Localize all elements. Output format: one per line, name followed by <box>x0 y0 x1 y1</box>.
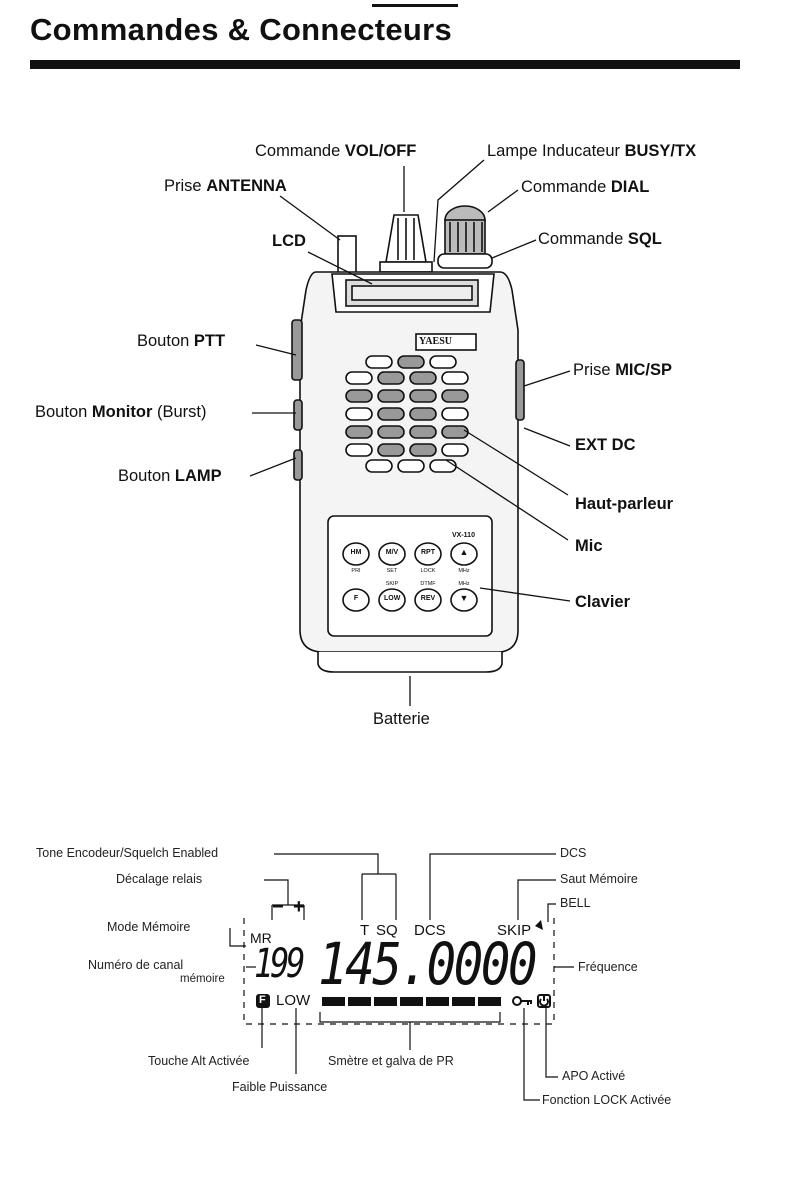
label-dial: Commande DIAL <box>521 178 650 196</box>
key-hm: HM <box>350 549 362 556</box>
page-title: Commandes & Connecteurs <box>30 12 453 47</box>
lcd-minus: − <box>272 896 284 918</box>
label-clavier: Clavier <box>575 593 631 611</box>
model-label: VX-110 <box>452 532 475 539</box>
lbl-numero-2: mémoire <box>180 973 225 985</box>
apo-power-icon <box>537 994 551 1008</box>
label-monitor: Bouton Monitor (Burst) <box>35 403 207 421</box>
brand-plate: YAESU <box>419 336 452 347</box>
lbl-frequence: Fréquence <box>578 960 638 974</box>
lcd-t: T <box>360 922 370 939</box>
lbl-dcs: DCS <box>560 846 587 860</box>
lcd-mr: MR <box>250 930 272 946</box>
title-rule <box>30 60 740 69</box>
lbl-tone: Tone Encodeur/Squelch Enabled <box>36 846 219 860</box>
top-mark <box>372 4 458 7</box>
key-sub-lock: LOCK <box>420 568 436 574</box>
keypad-panel <box>327 515 493 637</box>
s-meter-segment <box>426 997 449 1006</box>
s-meter-segment <box>452 997 475 1006</box>
lbl-numero: Numéro de canal <box>88 958 184 972</box>
label-lamp: Bouton LAMP <box>118 467 222 485</box>
key-sub-pri: PRI <box>351 568 361 574</box>
bell-icon <box>535 920 543 930</box>
key-up: ▲ <box>459 547 469 557</box>
lcd-skip: SKIP <box>497 922 532 939</box>
label-haut-parleur: Haut-parleur <box>575 495 674 513</box>
label-busy-tx: Lampe Inducateur BUSY/TX <box>487 142 697 160</box>
lcd-sq: SQ <box>376 922 398 939</box>
label-batterie: Batterie <box>373 710 430 728</box>
s-meter-segment <box>478 997 501 1006</box>
key-sub-set: SET <box>386 568 398 574</box>
s-meter-segment <box>400 997 423 1006</box>
s-meter-bar <box>322 997 501 1006</box>
lbl-decalage: Décalage relais <box>116 872 203 886</box>
label-antenna: Prise ANTENNA <box>164 177 287 195</box>
key-mv: M/V <box>385 549 399 556</box>
key-sub-mhz: MHz <box>458 568 470 574</box>
lock-key-icon <box>512 996 522 1006</box>
lcd-channel-number: 199 <box>254 941 305 987</box>
lbl-mode: Mode Mémoire <box>107 920 191 934</box>
key-low: LOW <box>384 595 401 602</box>
key-f: F <box>353 595 359 602</box>
f-key-box <box>256 994 270 1008</box>
label-ptt: Bouton PTT <box>137 332 226 350</box>
label-vol-off: Commande VOL/OFF <box>255 142 417 160</box>
battery-pack <box>317 652 503 673</box>
lbl-touche: Touche Alt Activée <box>148 1054 250 1068</box>
label-mic-sp: Prise MIC/SP <box>573 361 673 379</box>
lbl-lock: Fonction LOCK Activée <box>542 1093 672 1107</box>
s-meter-segment <box>322 997 345 1006</box>
key-down: ▼ <box>459 593 469 603</box>
label-lcd: LCD <box>272 232 306 250</box>
label-mic: Mic <box>575 537 603 555</box>
label-sql: Commande SQL <box>538 230 662 248</box>
key-sub-dtmf: DTMF <box>420 581 436 587</box>
lcd-f-key: F <box>259 994 266 1006</box>
lbl-faible: Faible Puissance <box>232 1080 328 1094</box>
key-sub-mhz2: MHz <box>458 581 470 587</box>
ptt-side <box>291 319 303 381</box>
lbl-saut: Saut Mémoire <box>560 872 638 886</box>
key-sub-skip: SKIP <box>385 581 399 587</box>
lbl-smetre: Smètre et galva de PR <box>328 1054 454 1068</box>
s-meter-segment <box>374 997 397 1006</box>
key-rpt: RPT <box>421 549 435 556</box>
lcd-low: LOW <box>276 992 311 1009</box>
lcd-frequency: 145.0000 <box>318 930 538 998</box>
sql-ring <box>437 253 493 269</box>
lcd-plus: + <box>293 896 305 918</box>
lbl-bell: BELL <box>560 896 591 910</box>
lbl-apo: APO Activé <box>562 1069 626 1083</box>
label-ext-dc: EXT DC <box>575 436 636 454</box>
lcd-dcs: DCS <box>414 922 446 939</box>
s-meter-segment <box>348 997 371 1006</box>
key-rev: REV <box>420 595 436 602</box>
